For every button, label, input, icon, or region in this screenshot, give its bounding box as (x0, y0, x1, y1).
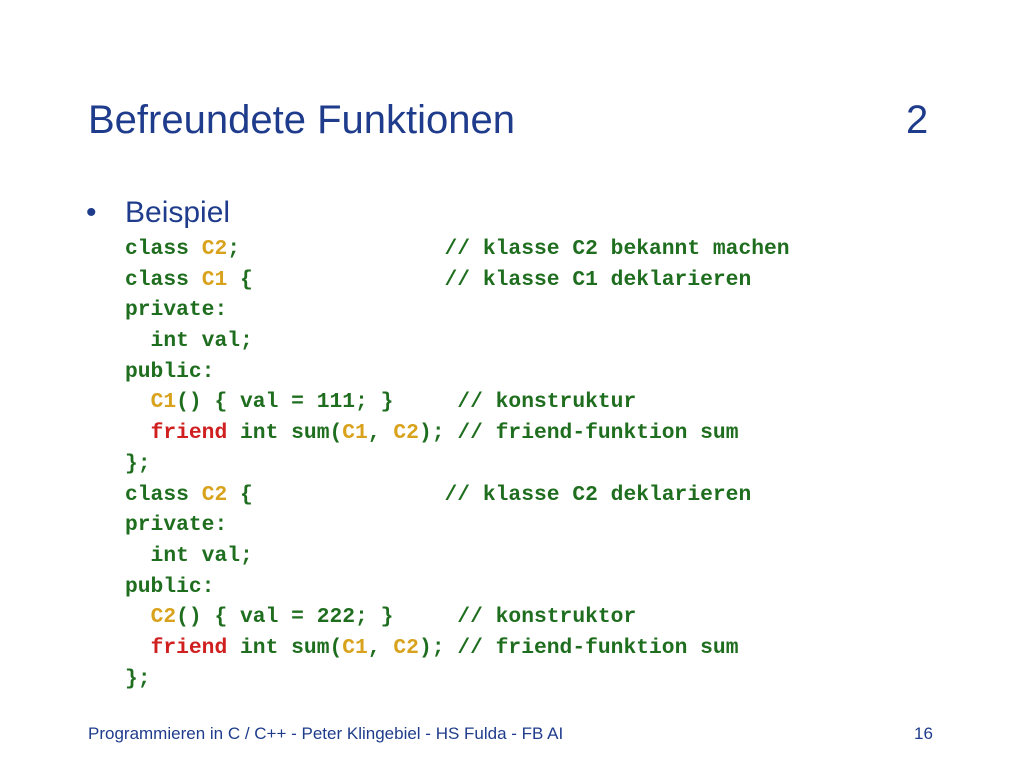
code-class-name: C2 (393, 635, 419, 660)
code-token: // klasse C2 bekannt machen (444, 237, 790, 261)
code-token (125, 390, 151, 414)
code-token: int val; (125, 543, 253, 568)
code-token: // friend-funktion sum (457, 421, 739, 446)
code-class-name: C1 (201, 267, 228, 292)
code-class-name: C2 (393, 421, 419, 446)
code-token (125, 636, 151, 660)
code-line: C1() { val = 111; } // konstruktur (125, 387, 790, 418)
code-class-name: C2 (150, 605, 177, 630)
bullet-label: Beispiel (125, 196, 231, 229)
footer-page-number: 16 (914, 724, 933, 743)
code-token: class (125, 237, 202, 261)
code-token: // friend-funktion sum (457, 635, 739, 660)
code-token: class (125, 267, 202, 292)
code-class-name: C2 (201, 482, 228, 507)
code-class-name: C1 (342, 421, 368, 446)
code-token: , (367, 635, 394, 660)
code-class-name: C2 (201, 237, 228, 261)
code-token: ); (418, 421, 458, 446)
code-line: class C2; // klasse C2 bekannt machen (125, 234, 790, 265)
code-token: // konstruktor (457, 605, 637, 630)
code-line: int val; (125, 326, 790, 357)
code-token: private: (125, 298, 228, 323)
code-token: public: (125, 359, 215, 384)
code-keyword: friend (150, 635, 228, 660)
code-line: class C2 { // klasse C2 deklarieren (125, 480, 790, 511)
code-line: }; (125, 449, 790, 480)
code-token: }; (125, 451, 151, 476)
code-class-name: C1 (342, 635, 368, 660)
code-line: private: (125, 295, 790, 326)
code-line: C2() { val = 222; } // konstruktor (125, 602, 790, 633)
code-token (125, 421, 151, 445)
code-class-name: C1 (150, 390, 177, 415)
code-token: { (227, 267, 445, 292)
code-token: // konstruktur (457, 390, 637, 415)
code-token: // klasse C1 deklarieren (444, 267, 752, 292)
code-token: () { val = 111; } (176, 390, 458, 415)
code-token: ; (227, 237, 445, 261)
code-token: int sum( (227, 635, 343, 660)
code-line: friend int sum(C1, C2); // friend-funkti… (125, 633, 790, 664)
code-line: public: (125, 572, 790, 603)
code-token: }; (125, 666, 151, 691)
code-keyword: friend (150, 421, 228, 446)
code-line: int val; (125, 541, 790, 572)
code-line: class C1 { // klasse C1 deklarieren (125, 265, 790, 296)
slide-title-number: 2 (906, 98, 929, 142)
code-token: private: (125, 513, 228, 538)
code-line: }; (125, 664, 790, 695)
code-token: public: (125, 574, 215, 599)
code-token: class (125, 482, 202, 507)
code-token: , (367, 421, 394, 446)
bullet-symbol: • (86, 196, 97, 229)
code-token: int sum( (227, 421, 343, 446)
code-token: int val; (125, 329, 253, 354)
code-token (125, 605, 151, 629)
code-token: () { val = 222; } (176, 605, 458, 630)
slide-title: Befreundete Funktionen (88, 98, 515, 142)
code-token: { (227, 482, 445, 507)
code-line: friend int sum(C1, C2); // friend-funkti… (125, 418, 790, 449)
code-token: ); (418, 635, 458, 660)
code-line: public: (125, 357, 790, 388)
code-line: private: (125, 510, 790, 541)
code-token: // klasse C2 deklarieren (444, 482, 752, 507)
footer-text: Programmieren in C / C++ - Peter Klingeb… (88, 724, 564, 743)
